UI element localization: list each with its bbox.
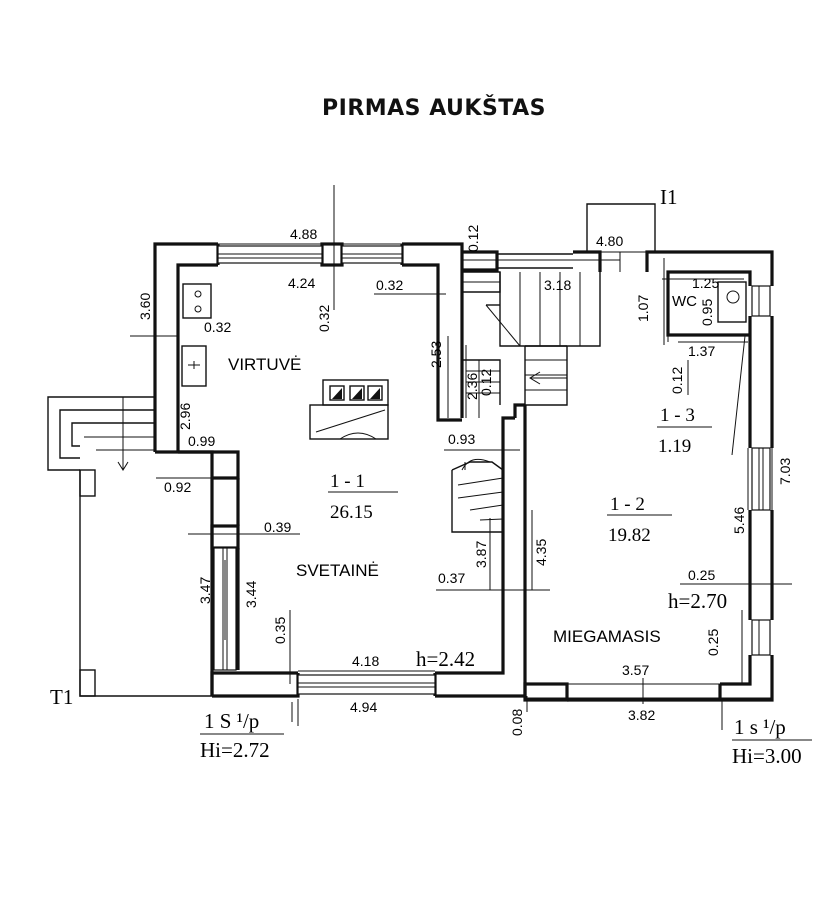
dim-label: 2.96 — [177, 403, 193, 430]
page-title: PIRMAS AUKŠTAS — [322, 96, 546, 121]
dim-label: 4.35 — [533, 539, 549, 566]
dim-label: 0.12 — [478, 369, 494, 396]
room-labels: VIRTUVĖ SVETAINĖ MIEGAMASIS WC — [228, 293, 697, 646]
dim-label: 0.99 — [188, 433, 215, 449]
marker-right-sp: 1 s ¹/p — [734, 715, 786, 739]
window-bedroom-right-top — [751, 447, 771, 511]
stove-icon — [182, 283, 212, 319]
dim-label: 1.37 — [688, 343, 715, 359]
dim-label: 3.60 — [137, 293, 153, 320]
dim-label: 3.47 — [197, 577, 213, 604]
dim-label: 0.92 — [164, 479, 191, 495]
dim-label: 1.07 — [635, 295, 651, 322]
window-bedroom-right-bottom — [751, 619, 771, 656]
room-code-1-3: 1 - 3 — [660, 405, 695, 426]
dim-label: 0.95 — [699, 299, 715, 326]
kitchen-fixtures — [181, 283, 389, 440]
dim-label: 0.39 — [264, 519, 291, 535]
window-living-bottom — [297, 674, 436, 695]
toilet-icon — [717, 281, 747, 323]
marker-left-hi: Hi=2.72 — [200, 738, 270, 762]
dim-label: 4.94 — [350, 699, 377, 715]
room-code-1-2: 1 - 2 — [610, 494, 645, 515]
dim-label: 3.57 — [622, 662, 649, 678]
dim-label: 0.93 — [448, 431, 475, 447]
room-label-wc: WC — [672, 293, 697, 310]
sink-icon — [181, 345, 207, 387]
dim-label: 4.18 — [352, 653, 379, 669]
dim-label: 7.03 — [777, 458, 793, 485]
dim-label: 0.37 — [438, 570, 465, 586]
room-code-1-1: 1 - 1 — [330, 471, 365, 492]
dim-label: 0.12 — [465, 225, 481, 252]
height-bedroom: h=2.70 — [668, 589, 727, 613]
room-codes: 1 - 1 26.15 1 - 2 19.82 1 - 3 1.19 h=2.4… — [330, 405, 727, 671]
marker-t1: T1 — [50, 685, 73, 709]
dim-label: 3.44 — [243, 581, 259, 608]
dim-label: 1.25 — [692, 275, 719, 291]
terrace-post-bottom — [79, 669, 96, 697]
dim-label: 0.32 — [376, 277, 403, 293]
dim-label: 0.35 — [272, 617, 288, 644]
dim-label: 5.46 — [731, 507, 747, 534]
room-label-miegamasis: MIEGAMASIS — [553, 627, 661, 646]
dim-label: 0.08 — [509, 709, 525, 736]
dim-label: 4.80 — [596, 233, 623, 249]
terrace — [47, 396, 212, 697]
wc-fixtures — [667, 281, 747, 342]
room-area-1-3: 1.19 — [658, 436, 691, 457]
marker-right-hi: Hi=3.00 — [732, 744, 802, 768]
dim-label: 2.36 — [464, 373, 480, 400]
dim-label: 3.87 — [473, 541, 489, 568]
marker-left-sp: 1 S ¹/p — [204, 709, 259, 733]
room-label-svetaine: SVETAINĖ — [296, 561, 379, 580]
dim-label: 0.12 — [669, 367, 685, 394]
dim-label: 2.53 — [428, 341, 444, 368]
dim-label: 3.82 — [628, 707, 655, 723]
dim-label: 3.18 — [544, 277, 571, 293]
dim-label: 4.24 — [288, 275, 315, 291]
dim-label: 0.25 — [688, 567, 715, 583]
room-area-1-1: 26.15 — [330, 502, 373, 523]
dim-label: 4.88 — [290, 226, 317, 242]
terrace-post-top — [79, 469, 96, 497]
markers: T1 I1 1 S ¹/p Hi=2.72 1 s ¹/p Hi=3.00 — [50, 185, 802, 768]
height-living: h=2.42 — [416, 647, 475, 671]
dim-label: 0.32 — [316, 305, 332, 332]
window-wc — [751, 285, 771, 317]
windows — [213, 245, 771, 695]
room-area-1-2: 19.82 — [608, 525, 651, 546]
dim-label: 0.32 — [204, 319, 231, 335]
dim-label: 0.25 — [705, 629, 721, 656]
dimension-lines — [130, 185, 812, 741]
dimension-labels: 4.88 0.12 4.80 4.24 0.32 0.32 3.18 1.07 … — [137, 225, 793, 736]
room-label-virtuve: VIRTUVĖ — [228, 355, 301, 374]
staircase — [451, 271, 601, 533]
marker-i1: I1 — [660, 185, 678, 209]
